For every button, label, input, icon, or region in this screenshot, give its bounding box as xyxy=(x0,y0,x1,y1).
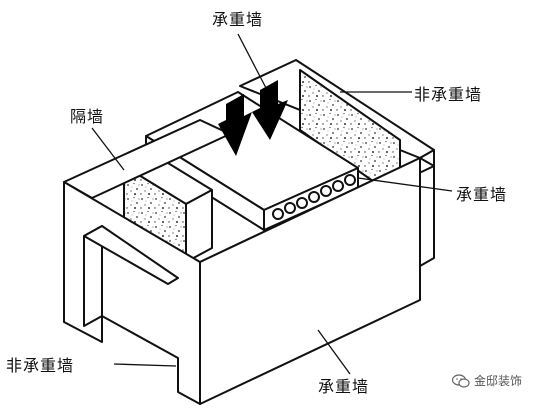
label-non-load-bearing-wall-right: 非承重墙 xyxy=(414,85,483,104)
label-top-load-bearing-wall: 承重墙 xyxy=(212,10,264,29)
partition-front-face xyxy=(185,189,213,263)
leader-line-bottomright xyxy=(317,329,351,375)
wechat-icon xyxy=(452,373,470,388)
slab-hole xyxy=(296,197,308,209)
slab-hole xyxy=(308,191,320,203)
label-load-bearing-slab: 承重墙 xyxy=(456,185,508,204)
leader-line-top xyxy=(237,33,267,89)
slab-hole xyxy=(320,185,332,197)
label-partition-wall: 隔墙 xyxy=(70,107,105,126)
watermark-text: 金邸装饰 xyxy=(474,374,523,388)
door-lintel xyxy=(83,225,179,285)
leader-line-right2 xyxy=(357,177,453,192)
slab-hole xyxy=(272,208,284,220)
leader-line-partition xyxy=(91,127,125,171)
slab-hole xyxy=(332,180,344,192)
slab-hole xyxy=(344,174,356,186)
slab-hole xyxy=(284,202,296,214)
watermark: 金邸装饰 xyxy=(452,372,522,389)
label-front-load-bearing-wall: 承重墙 xyxy=(318,377,370,396)
load-arrow-icon xyxy=(252,80,288,140)
load-arrow-icon xyxy=(218,94,252,156)
leader-line-bottomleft xyxy=(113,363,177,367)
label-non-load-bearing-wall-left: 非承重墙 xyxy=(6,356,75,375)
